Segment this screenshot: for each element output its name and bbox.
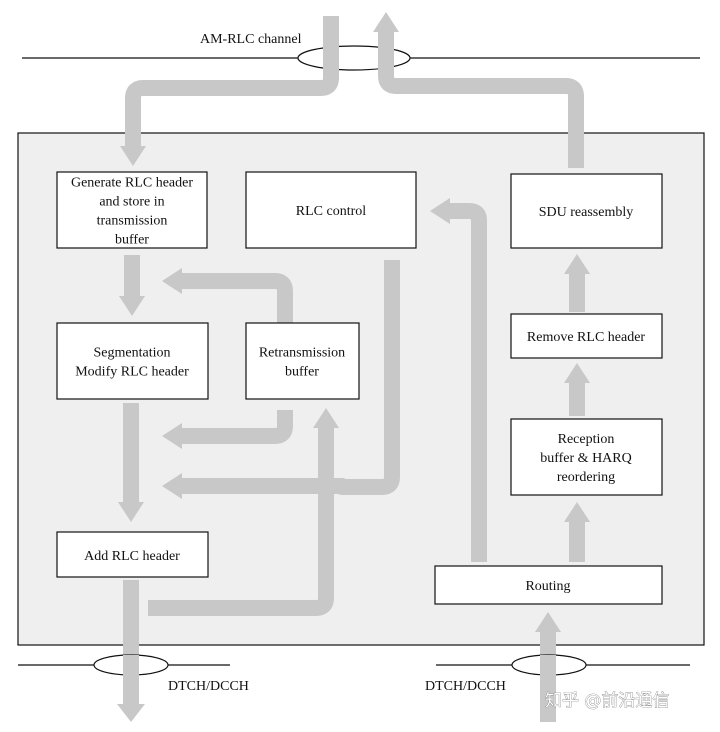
- arrow-retransmission-to-generate: [178, 273, 293, 323]
- reception-label-line: buffer & HARQ: [540, 451, 632, 466]
- arrow-head-reassembly: [564, 254, 590, 274]
- arrow-head-channel: [373, 12, 399, 32]
- add-header-box: Add RLC header: [56, 531, 209, 578]
- reception-buffer-box: Reception buffer & HARQ reordering: [510, 418, 663, 496]
- routing-label-line: Routing: [525, 579, 570, 594]
- arrow-head-control-loop: [162, 473, 182, 499]
- svg-text:SDU reassembly: SDU reassembly: [539, 205, 634, 220]
- rlc-control-label-line: RLC control: [296, 204, 366, 219]
- arrow-head-remove: [564, 363, 590, 383]
- arrow-head-generate-loop: [162, 268, 182, 294]
- arrow-head-dtch-out: [117, 704, 145, 722]
- svg-text:RLC control: RLC control: [296, 204, 366, 219]
- retransmission-label-line: Retransmission: [259, 346, 345, 361]
- remove-header-box: Remove RLC header: [510, 313, 663, 359]
- generate-header-label-line: buffer: [115, 233, 149, 248]
- watermark: 知乎 @前沿通信: [545, 691, 669, 711]
- arrow-head-routing: [535, 612, 561, 632]
- arrow-channel-to-generate: [125, 16, 339, 150]
- remove-header-label-line: Remove RLC header: [527, 330, 646, 345]
- arrow-head-retransmission: [313, 408, 339, 428]
- arrow-reassembly-to-channel: [378, 30, 584, 168]
- arrow-head-segmentation-loop: [162, 423, 182, 449]
- reception-label-line: reordering: [557, 470, 615, 485]
- segmentation-label-line: Modify RLC header: [75, 365, 189, 380]
- arrow-control-to-segmentation: [178, 260, 400, 495]
- arrow-retransmission-to-segmentation: [178, 410, 293, 444]
- dtch-left-label: DTCH/DCCH: [168, 679, 249, 694]
- svg-text:Remove RLC header: Remove RLC header: [527, 330, 646, 345]
- sdu-reassembly-box: SDU reassembly: [510, 173, 663, 249]
- retransmission-buffer-box: Retransmission buffer: [245, 322, 360, 400]
- segmentation-label-line: Segmentation: [94, 346, 171, 361]
- arrow-head-reception: [564, 502, 590, 522]
- svg-text:Add RLC header: Add RLC header: [84, 549, 180, 564]
- generate-header-label-line: transmission: [97, 214, 168, 229]
- rlc-control-box: RLC control: [245, 171, 417, 249]
- dtch-right-label: DTCH/DCCH: [425, 679, 506, 694]
- arrow-head-generate: [120, 146, 146, 166]
- arrow-add-to-retransmission: [148, 424, 334, 616]
- retransmission-label-line: buffer: [285, 365, 319, 380]
- generate-header-box: Generate RLC header and store in transmiss…: [56, 171, 208, 249]
- sdu-reassembly-label-line: SDU reassembly: [539, 205, 634, 220]
- svg-text:Routing: Routing: [525, 579, 570, 594]
- routing-box: Routing: [434, 565, 663, 605]
- flow-arrows: [117, 12, 590, 722]
- arrow-routing-to-control: [448, 203, 487, 562]
- arrow-head-add: [118, 502, 144, 522]
- add-header-label-line: Add RLC header: [84, 549, 180, 564]
- am-rlc-channel-label: AM-RLC channel: [200, 32, 302, 47]
- generate-header-label-line: and store in: [99, 195, 164, 210]
- arrow-head-control: [430, 198, 450, 224]
- generate-header-label-line: Generate RLC header: [71, 176, 193, 191]
- reception-label-line: Reception: [558, 432, 615, 447]
- arrow-head-segmentation: [119, 296, 145, 316]
